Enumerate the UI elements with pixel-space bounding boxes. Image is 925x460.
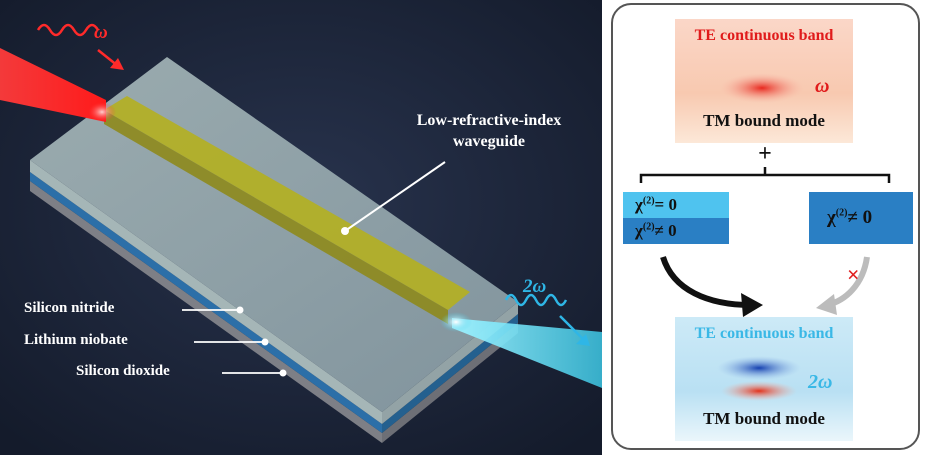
waveguide-label: Low-refractive-index waveguide bbox=[384, 110, 594, 152]
top-box-title: TE continuous band bbox=[694, 27, 834, 44]
chi-symbol: χ bbox=[827, 207, 836, 228]
silicon-dioxide-layer-front bbox=[382, 323, 518, 443]
waveguide-strip-side bbox=[104, 110, 448, 324]
bottom-box-title: TE continuous band bbox=[694, 325, 834, 342]
chi-symbol: χ bbox=[635, 195, 643, 214]
panel-graphics bbox=[623, 19, 913, 441]
output-frequency-label: 2ω bbox=[523, 276, 547, 297]
silicon-nitride-label: Silicon nitride bbox=[24, 300, 115, 316]
device-illustration: ω 2ω Low-refractive-index waveguide Sili… bbox=[0, 0, 602, 455]
top-box-frequency: ω bbox=[815, 75, 830, 97]
lithium-niobate-layer bbox=[30, 172, 382, 433]
chi-relation: ≠ 0 bbox=[654, 221, 677, 240]
plus-brace bbox=[639, 167, 891, 183]
bottom-red-spot bbox=[721, 381, 797, 401]
input-beam bbox=[0, 48, 106, 122]
waveguide-label-line1: Low-refractive-index bbox=[416, 112, 562, 129]
chi-nonzero-right-label: χ(2)≠ 0 bbox=[827, 207, 872, 229]
lithium-niobate-label: Lithium niobate bbox=[24, 332, 128, 348]
blocked-mark-icon: × bbox=[847, 262, 860, 287]
input-beam-glow bbox=[88, 102, 116, 122]
plus-sign: + bbox=[758, 141, 772, 167]
chi-order: (2) bbox=[835, 207, 848, 219]
output-beam-glow bbox=[440, 312, 472, 332]
input-wave-icon bbox=[36, 23, 100, 37]
chi-order: (2) bbox=[642, 195, 655, 207]
chi-symbol: χ bbox=[635, 221, 643, 240]
lithium-niobate-layer-front bbox=[382, 314, 518, 433]
chi-nonzero-box bbox=[623, 218, 729, 244]
silicon-dioxide-label: Silicon dioxide bbox=[76, 363, 170, 379]
output-wave-arrow bbox=[576, 334, 590, 346]
mechanism-panel: TE continuous band ω TM bound mode + χ(2… bbox=[611, 3, 920, 450]
chi-zero-label: χ(2)= 0 bbox=[635, 195, 677, 215]
chi-nonzero-label: χ(2)≠ 0 bbox=[635, 221, 677, 241]
output-beam bbox=[452, 318, 602, 388]
output-wave-icon bbox=[504, 293, 568, 307]
chi-relation: ≠ 0 bbox=[847, 207, 873, 228]
chi-zero-box bbox=[623, 192, 729, 218]
input-frequency-label: ω bbox=[94, 22, 108, 43]
chi-order: (2) bbox=[642, 221, 655, 233]
chi-relation: = 0 bbox=[654, 195, 677, 214]
bottom-blue-spot bbox=[717, 356, 801, 380]
waveguide-strip bbox=[104, 96, 470, 310]
top-box-mode: TM bound mode bbox=[703, 111, 825, 130]
bottom-box-frequency: 2ω bbox=[808, 371, 833, 393]
waveguide-label-line2: waveguide bbox=[453, 133, 525, 150]
silicon-nitride-side bbox=[30, 160, 382, 424]
waveguide-pointer bbox=[344, 161, 446, 232]
chi-nonzero-right-box bbox=[809, 192, 913, 244]
top-mode-spot bbox=[720, 73, 804, 103]
allowed-arrow bbox=[660, 256, 752, 308]
silicon-dioxide-layer bbox=[30, 181, 382, 443]
device-scene bbox=[0, 0, 602, 455]
bottom-box-mode: TM bound mode bbox=[703, 409, 825, 428]
